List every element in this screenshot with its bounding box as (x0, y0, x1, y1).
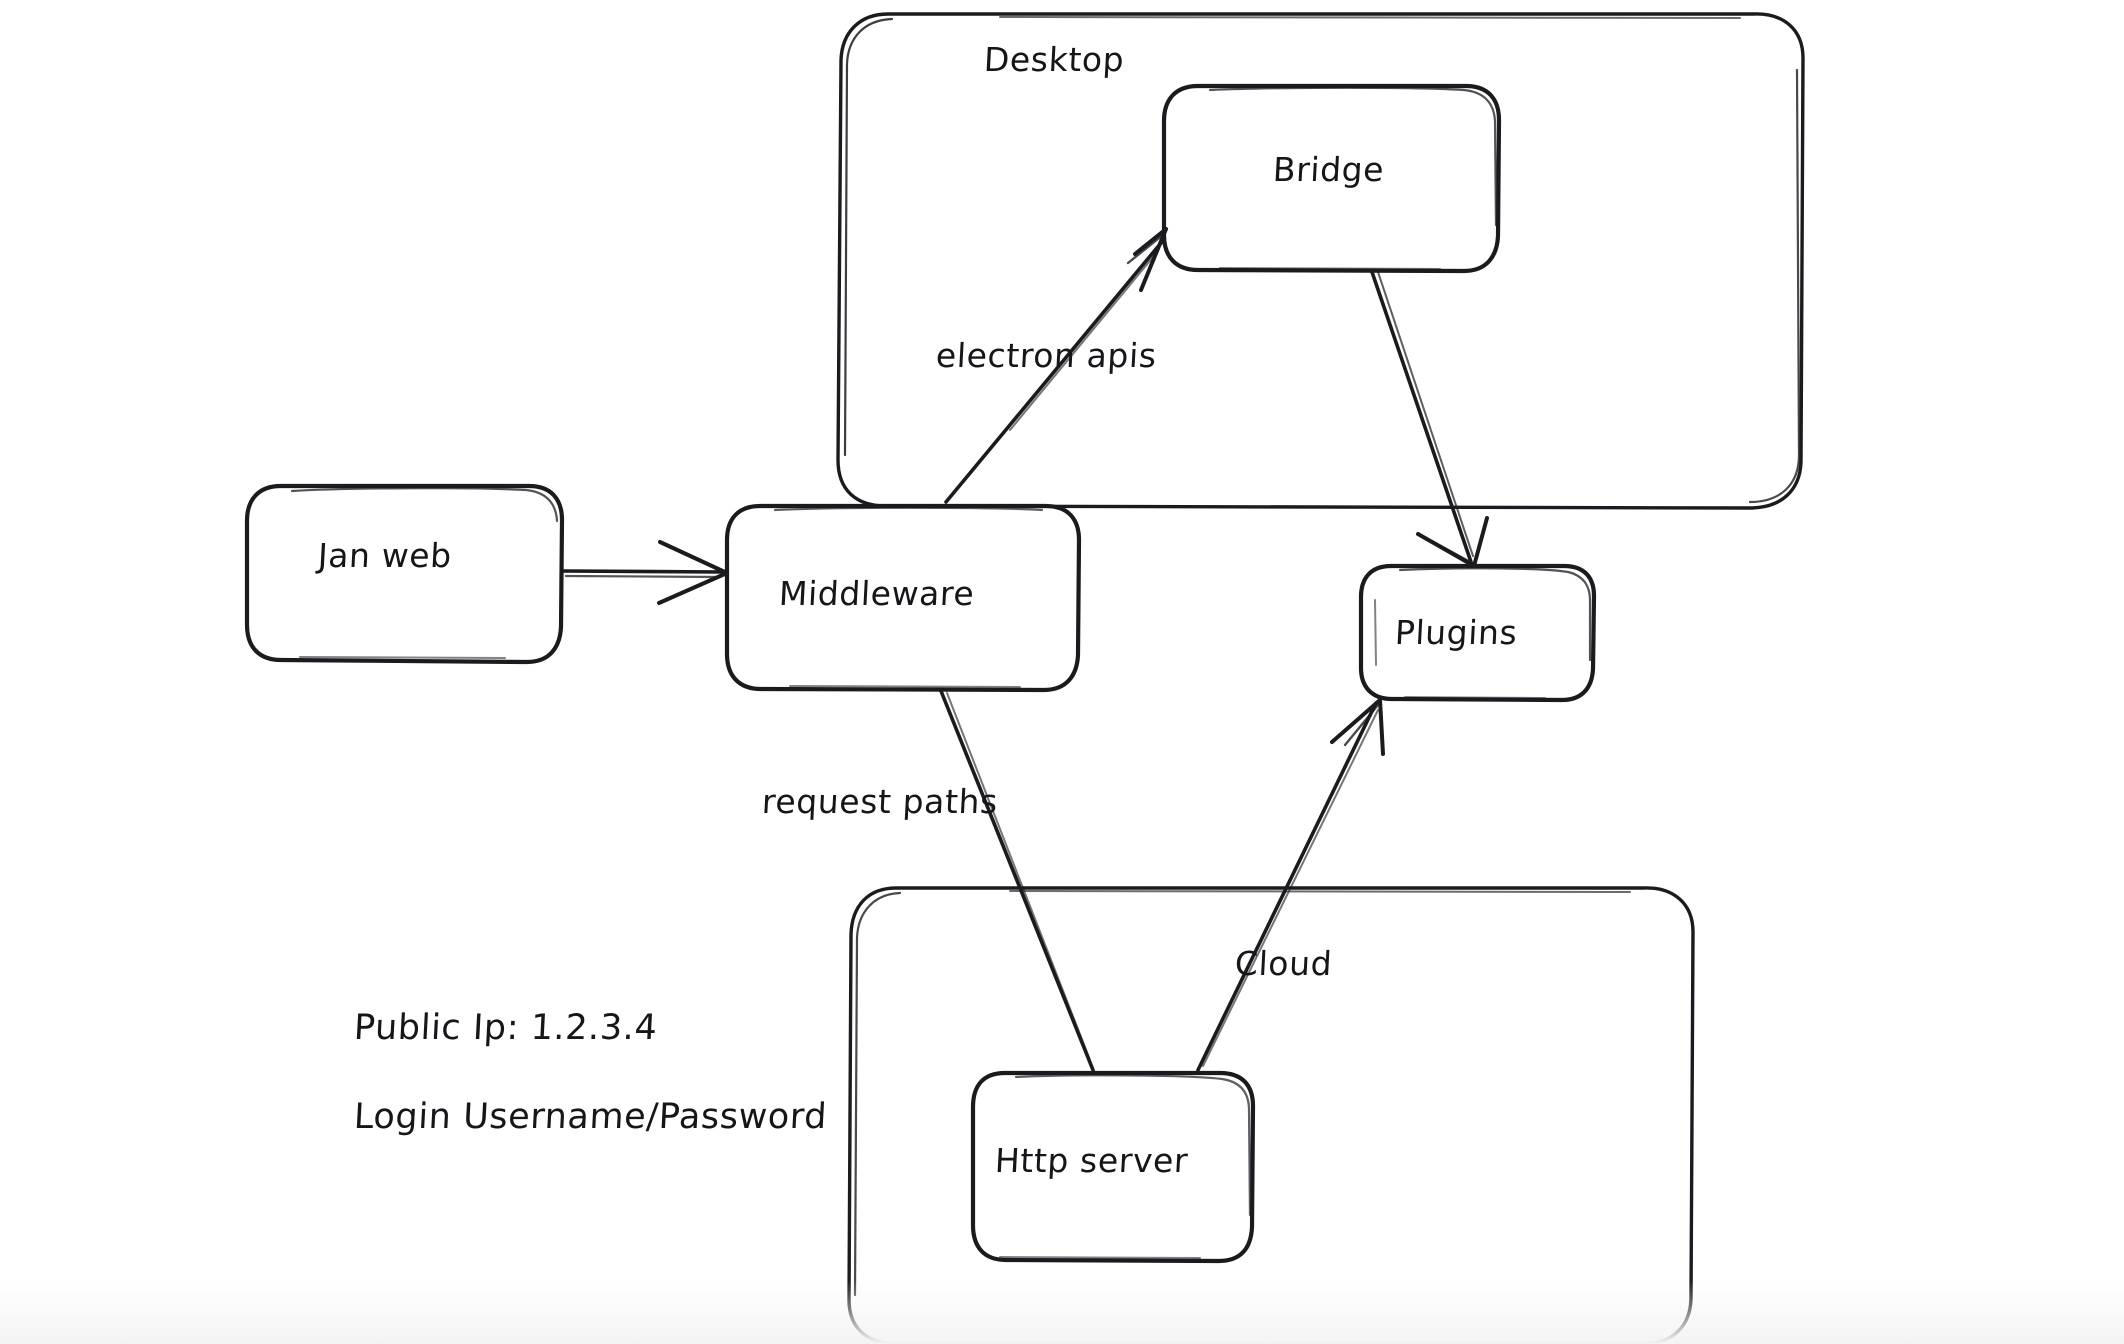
node-label-middleware: Middleware (777, 574, 976, 613)
group-desktop-outline (836, 12, 1805, 510)
node-label-plugins: Plugins (1393, 613, 1519, 652)
node-http-server-outline (970, 1070, 1256, 1264)
node-middleware-outline (724, 503, 1082, 693)
edge-label-request-paths: request paths (760, 782, 999, 821)
node-bridge-outline (1161, 83, 1502, 274)
annotation-notes: Public Ip: 1.2.3.4 Login Username/Passwo… (352, 962, 829, 1183)
edge-middleware-to-http-server (939, 689, 1095, 1072)
node-label-jan-web: Jan web (316, 536, 453, 575)
annotation-public-ip: Public Ip: 1.2.3.4 (352, 1007, 659, 1048)
edge-label-cloud: Cloud (1233, 944, 1334, 983)
node-label-bridge: Bridge (1271, 150, 1386, 189)
edge-bridge-to-plugins (1370, 270, 1489, 568)
edge-middleware-to-bridge (944, 227, 1168, 504)
edge-http-server-to-plugins (1196, 698, 1385, 1072)
node-jan-web-outline (244, 483, 565, 665)
annotation-login: Login Username/Password (352, 1096, 829, 1137)
edge-label-electron-apis: electron apis (934, 336, 1158, 375)
edge-jan-web-to-middleware (561, 540, 729, 605)
node-label-http-server: Http server (993, 1141, 1190, 1180)
node-plugins-outline (1358, 563, 1597, 703)
group-label-desktop: Desktop (982, 40, 1126, 79)
